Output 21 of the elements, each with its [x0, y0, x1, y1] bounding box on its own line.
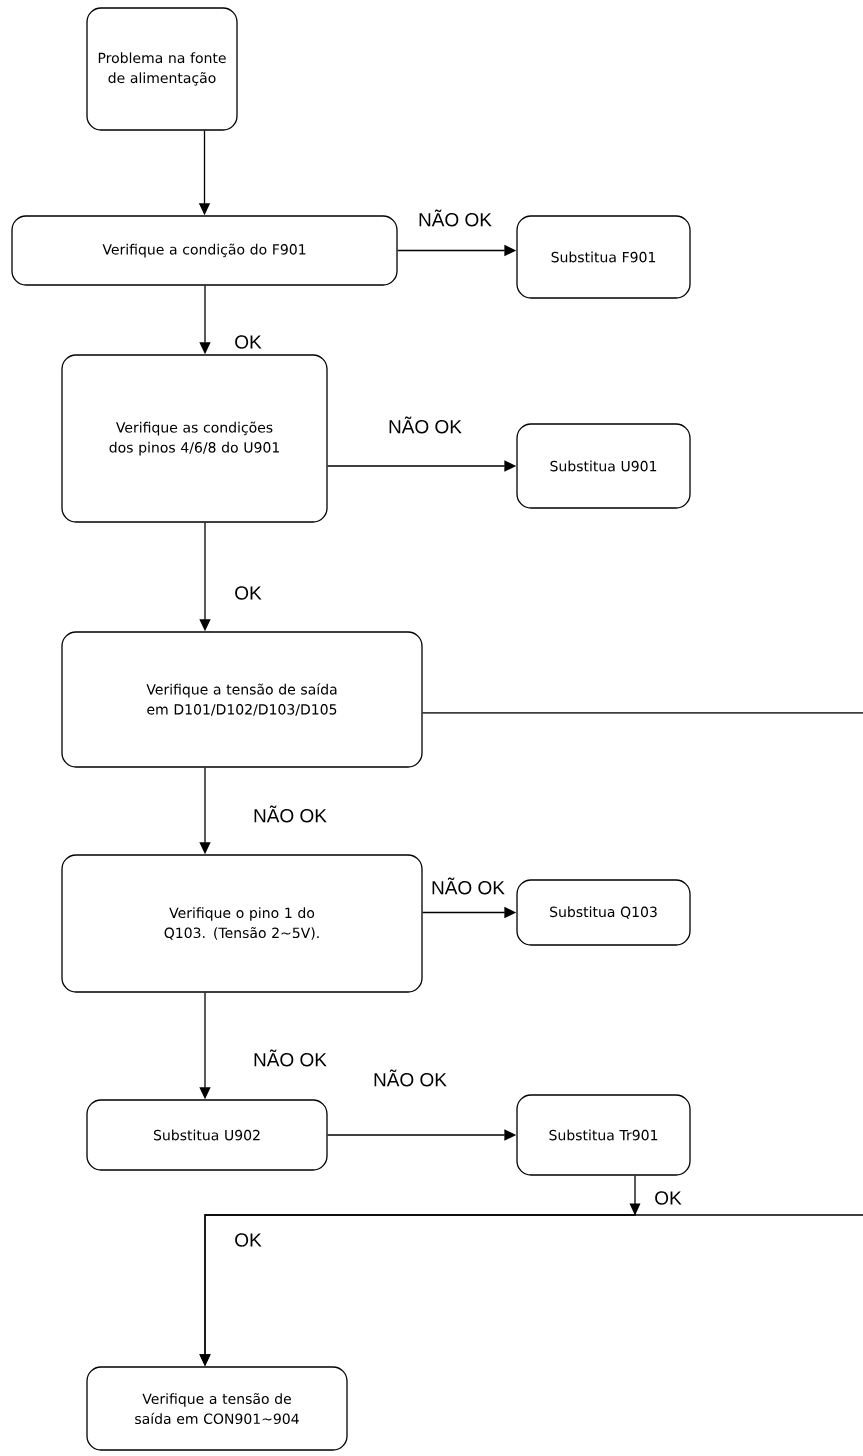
edge-label: NÃO OK — [252, 1048, 328, 1068]
edge-label: NÃO OK — [372, 1068, 448, 1088]
process-box: Substitua F901 — [516, 215, 691, 299]
process-box: Substitua Q103 — [516, 879, 691, 946]
process-box: Substitua U901 — [516, 423, 691, 509]
edge-label: NÃO OK — [387, 415, 463, 435]
edge-label: NÃO OK — [252, 804, 328, 824]
process-box: Substitua Tr901 — [516, 1094, 691, 1176]
edge-label: OK — [653, 1190, 683, 1206]
edge-label: OK — [233, 585, 263, 601]
process-box: Verifique a tensão de saída em CON901~904 — [86, 1366, 348, 1451]
process-box: Verifique a condição do F901 — [11, 215, 398, 286]
edge-label: OK — [233, 1232, 263, 1248]
process-box: Problema na fonte de alimentação — [86, 7, 238, 131]
edge-label: NÃO OK — [430, 876, 506, 896]
process-box: Verifique a tensão de saída em D101/D102/D103/D105 — [61, 631, 423, 768]
edge-label: OK — [233, 334, 263, 350]
process-box: Verifique o pino 1 do Q103. (Tensão 2~5V). — [61, 854, 423, 993]
process-box: Substitua U902 — [86, 1099, 328, 1171]
edge-label: NÃO OK — [417, 208, 493, 228]
process-box: Verifique as condições dos pinos 4/6/8 do U901 — [61, 354, 328, 523]
